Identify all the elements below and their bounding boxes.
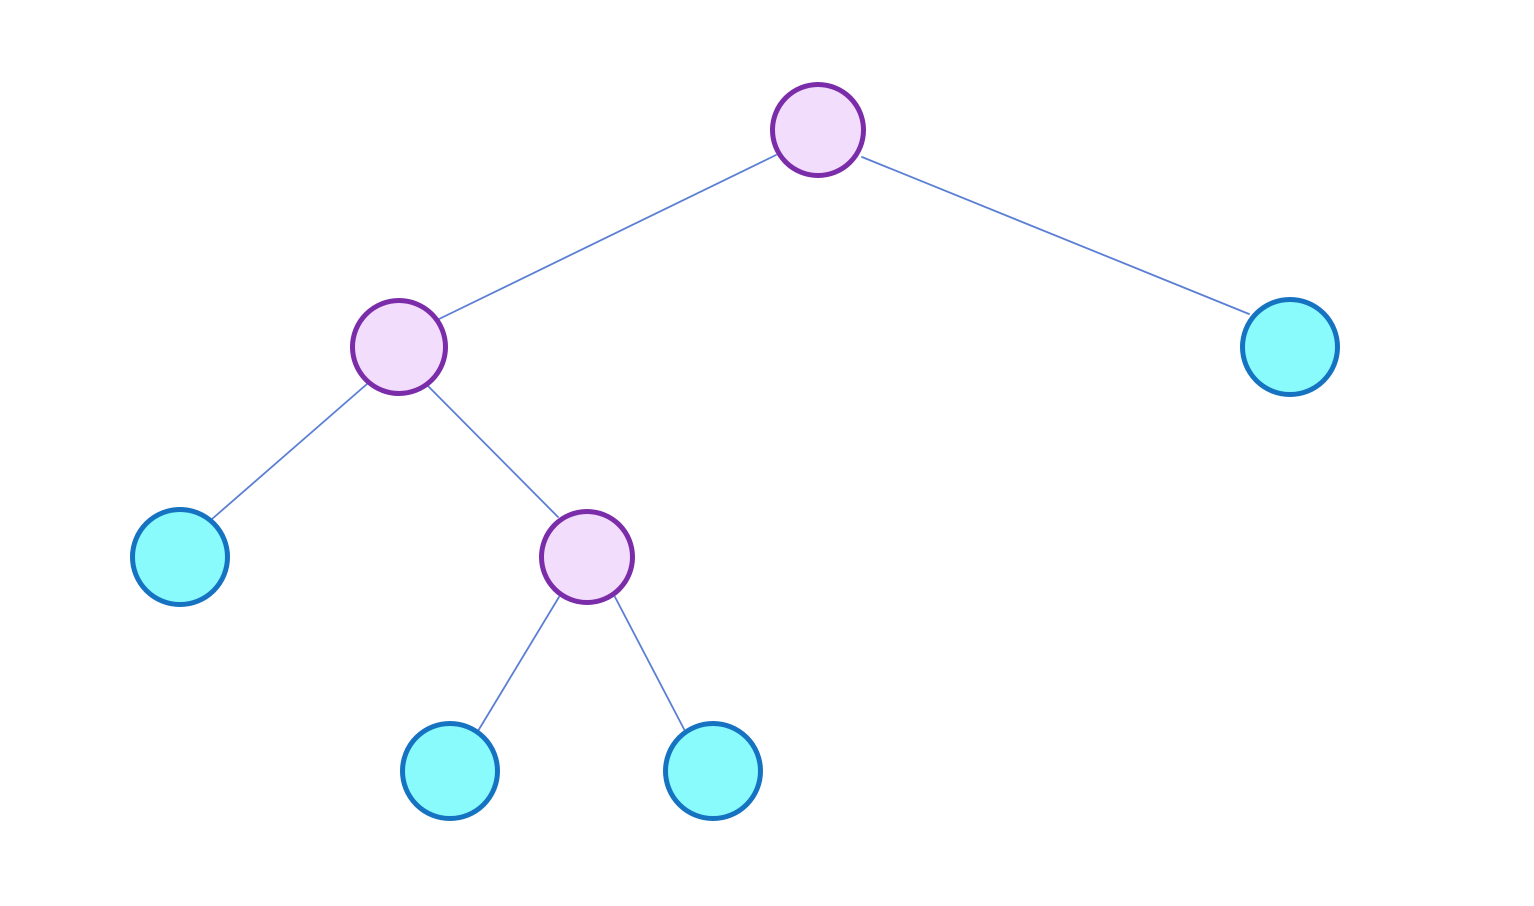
tree-node-n4[interactable] bbox=[539, 509, 635, 605]
tree-edge-n0-n1 bbox=[436, 154, 777, 321]
tree-node-n0[interactable] bbox=[770, 82, 866, 178]
edges-group bbox=[211, 154, 1250, 732]
tree-edge-n1-n4 bbox=[427, 385, 559, 518]
node-circle-internal[interactable] bbox=[539, 509, 635, 605]
node-circle-internal[interactable] bbox=[770, 82, 866, 178]
tree-edge-n4-n5 bbox=[477, 596, 560, 732]
nodes-group bbox=[130, 82, 1340, 821]
tree-edge-n1-n3 bbox=[211, 383, 368, 520]
tree-node-n2[interactable] bbox=[1240, 297, 1340, 397]
tree-node-n3[interactable] bbox=[130, 507, 230, 607]
node-circle-leaf[interactable] bbox=[1240, 297, 1340, 397]
node-circle-internal[interactable] bbox=[350, 298, 448, 396]
tree-edge-n0-n2 bbox=[861, 156, 1250, 315]
tree-node-n6[interactable] bbox=[663, 721, 763, 821]
tree-edge-n4-n6 bbox=[614, 596, 686, 732]
node-circle-leaf[interactable] bbox=[400, 721, 500, 821]
tree-node-n1[interactable] bbox=[350, 298, 448, 396]
node-circle-leaf[interactable] bbox=[130, 507, 230, 607]
tree-node-n5[interactable] bbox=[400, 721, 500, 821]
node-circle-leaf[interactable] bbox=[663, 721, 763, 821]
